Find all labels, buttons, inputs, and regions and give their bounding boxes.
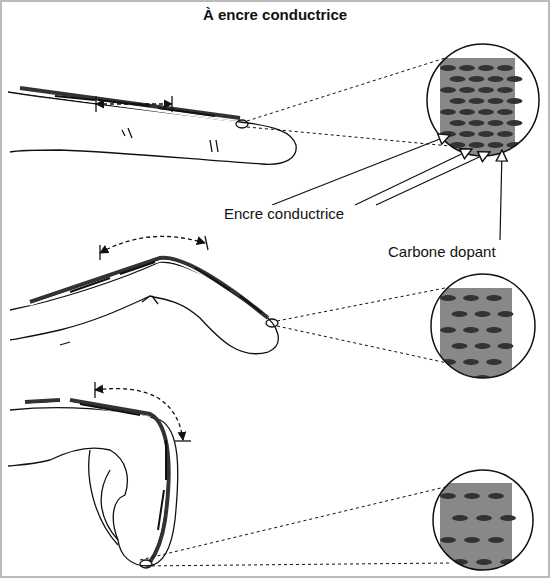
carbon-particle	[469, 98, 485, 104]
carbon-particle	[440, 537, 456, 543]
carbon-particle	[440, 87, 456, 93]
carbon-particle	[475, 311, 491, 317]
carbon-particle	[475, 343, 491, 349]
carbon-particle	[497, 87, 513, 93]
carbon-particle	[450, 76, 466, 82]
carbon-particle	[463, 359, 479, 365]
carbon-particle	[459, 131, 475, 137]
part-label: Carbone dopant	[386, 243, 498, 261]
carbon-particle	[498, 311, 514, 317]
carbon-particle	[469, 76, 485, 82]
carbon-particle	[478, 131, 494, 137]
carbon-particle	[464, 493, 480, 499]
carbon-particle	[463, 327, 479, 333]
carbon-particle	[440, 65, 456, 71]
carbon-particle	[459, 87, 475, 93]
carbon-particle	[500, 515, 516, 521]
carbon-particle	[463, 295, 479, 301]
carbon-particle	[459, 109, 475, 115]
carbon-particle	[452, 375, 468, 381]
finger-bent	[10, 236, 278, 354]
carbon-particle	[452, 311, 468, 317]
carbon-particle	[476, 515, 492, 521]
carbon-particle	[450, 98, 466, 104]
carbon-particle	[497, 65, 513, 71]
diagram-title: À encre conductrice	[203, 6, 347, 24]
carbon-particle	[488, 537, 504, 543]
finger-curled	[8, 382, 191, 568]
carbon-particle	[469, 120, 485, 126]
carbon-particle	[497, 109, 513, 115]
carbon-particle	[507, 120, 523, 126]
label-pointer	[272, 135, 502, 240]
zoom-circle	[433, 470, 533, 578]
carbon-particle	[478, 65, 494, 71]
carbon-particle	[469, 142, 485, 148]
carbon-particle	[488, 142, 504, 148]
carbon-particle	[498, 343, 514, 349]
carbon-particle	[497, 131, 513, 137]
carbon-particle	[478, 109, 494, 115]
carbon-particle	[488, 120, 504, 126]
carbon-particle	[440, 295, 456, 301]
carbon-particle	[478, 87, 494, 93]
carbon-particle	[488, 493, 504, 499]
carbon-particle	[450, 120, 466, 126]
carbon-particle	[488, 76, 504, 82]
zoom-circle	[431, 274, 535, 388]
carbon-particle	[440, 109, 456, 115]
carbon-particle	[464, 537, 480, 543]
carbon-particle	[507, 76, 523, 82]
zoom-circle	[427, 44, 539, 158]
carbon-particle	[440, 493, 456, 499]
carbon-particle	[486, 359, 502, 365]
finger-straight	[8, 88, 296, 164]
carbon-particle	[476, 559, 492, 565]
part-label: Encre conductrice	[222, 205, 346, 223]
carbon-particle	[507, 98, 523, 104]
carbon-particle	[452, 515, 468, 521]
carbon-particle	[452, 343, 468, 349]
carbon-particle	[486, 327, 502, 333]
carbon-particle	[459, 65, 475, 71]
carbon-particle	[488, 98, 504, 104]
carbon-particle	[486, 295, 502, 301]
carbon-particle	[440, 327, 456, 333]
